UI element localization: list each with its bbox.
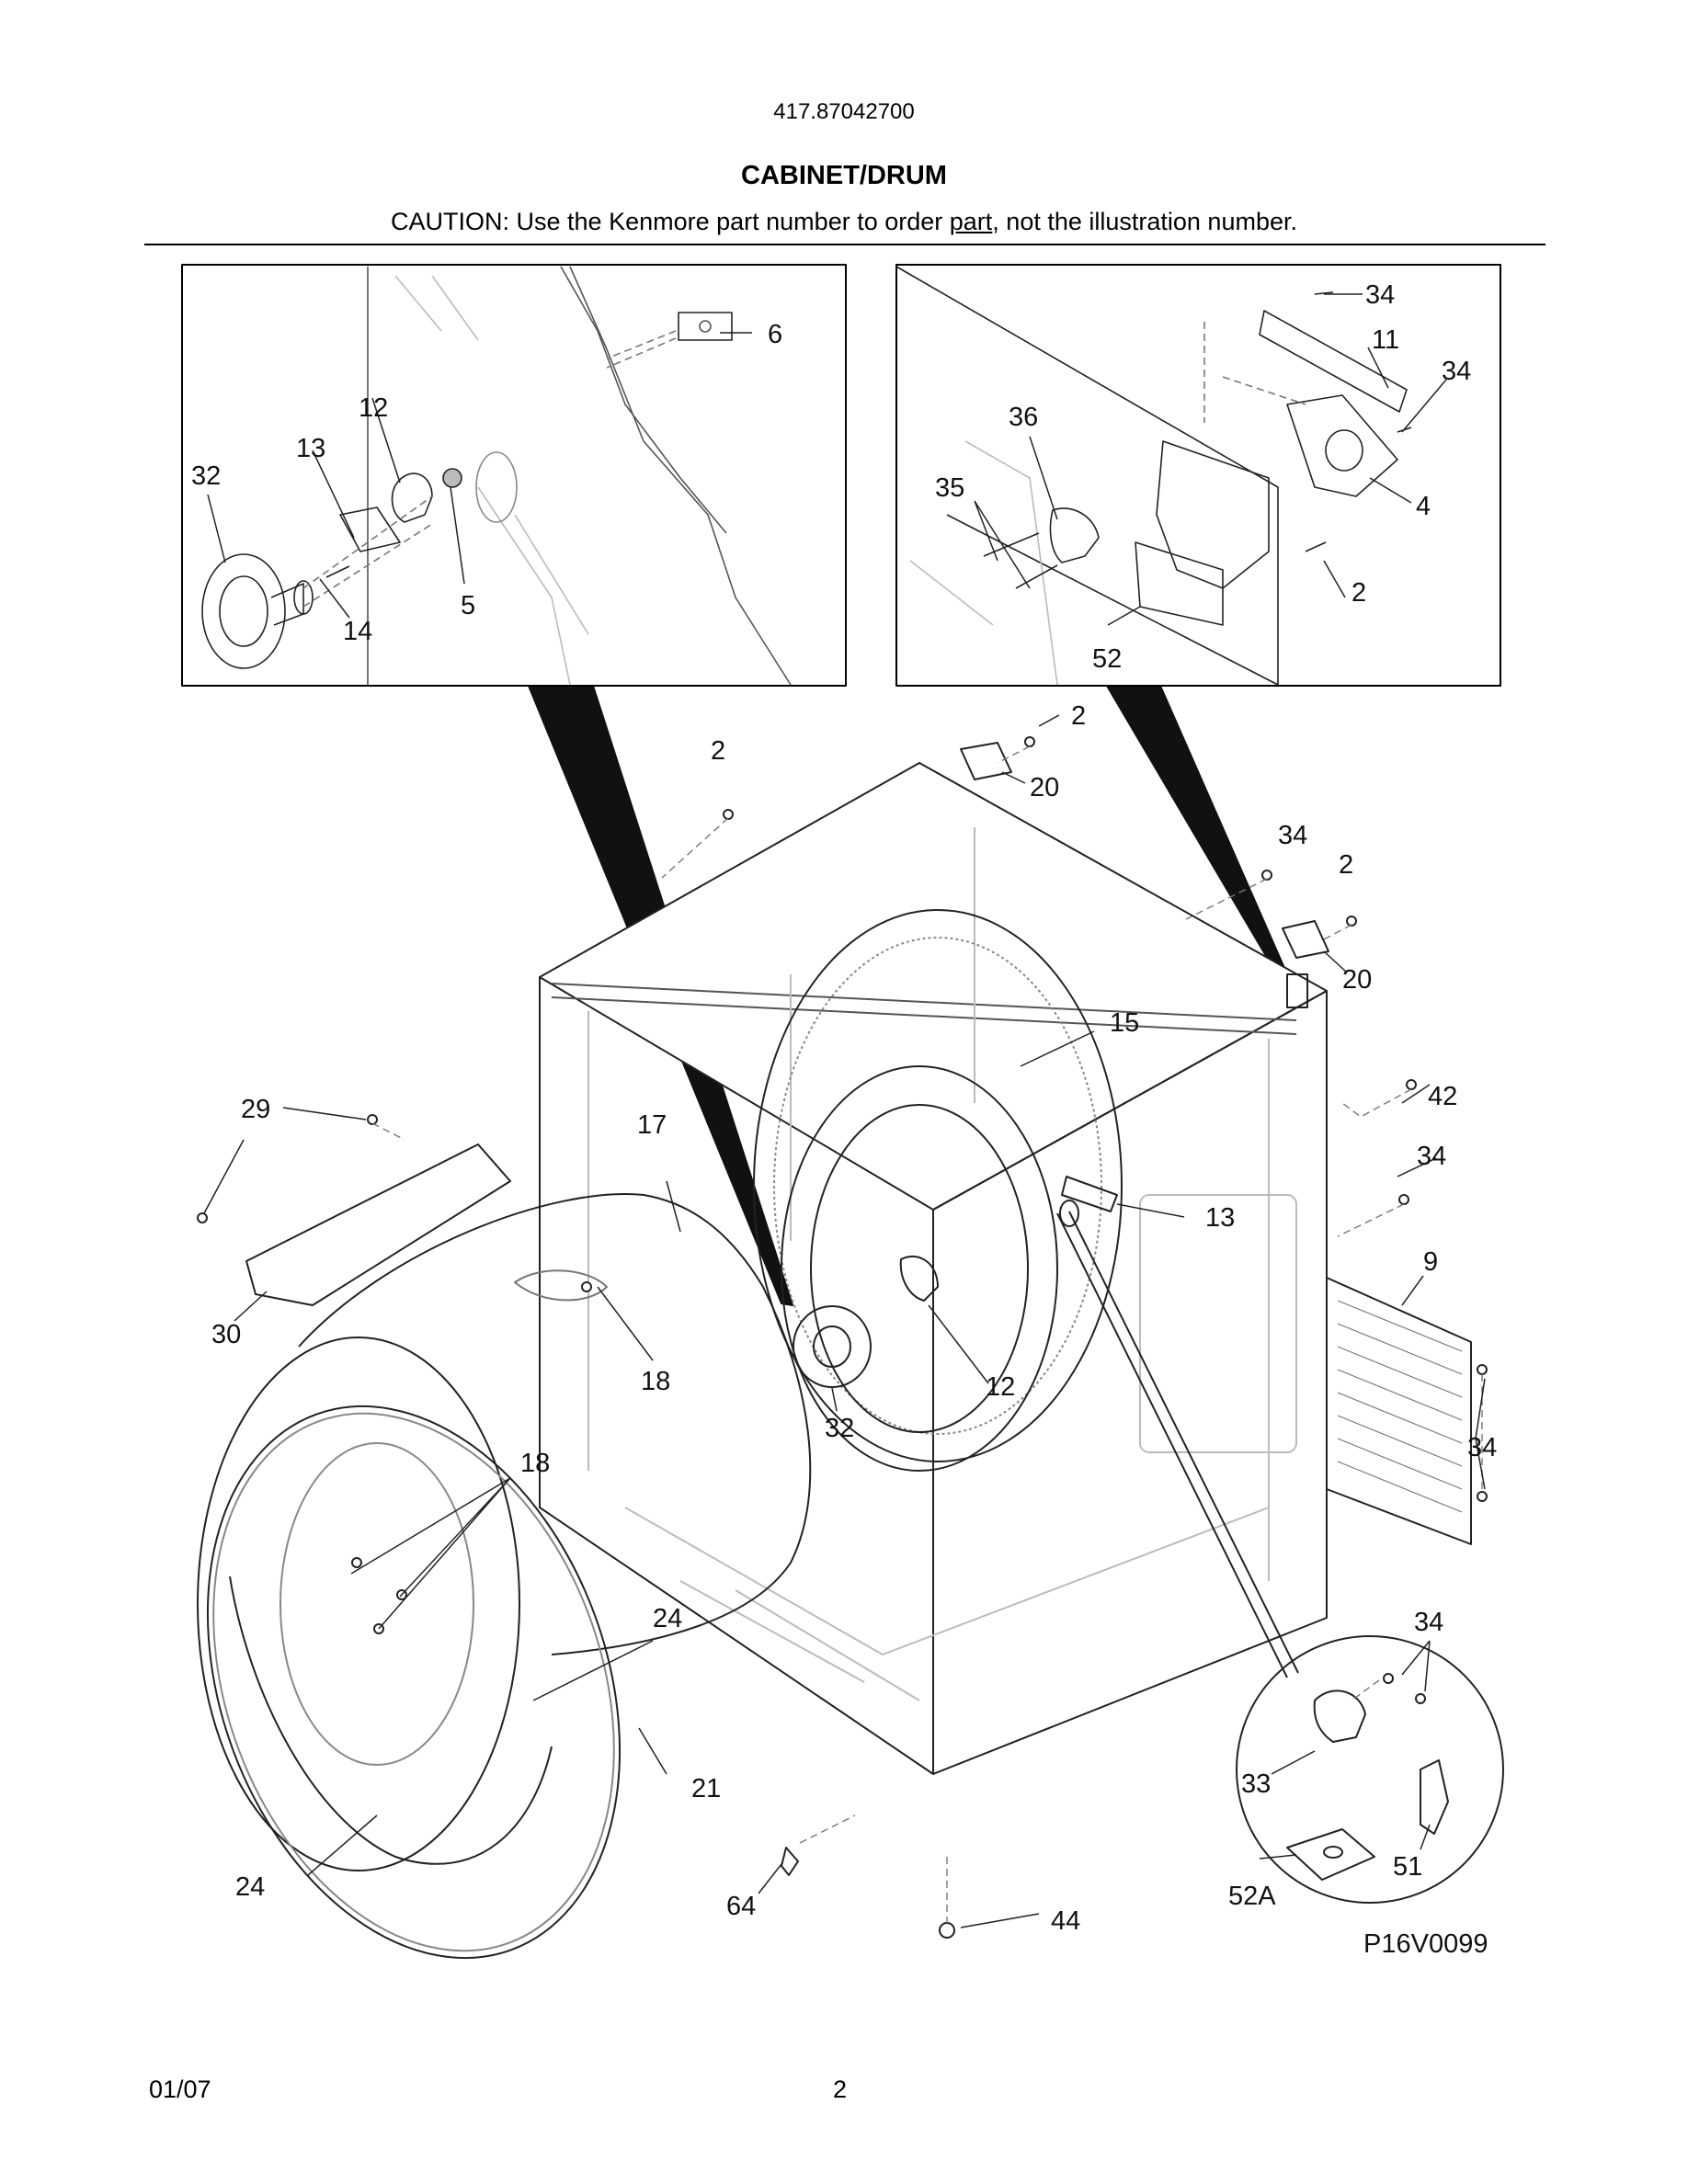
- callout-29: 29: [241, 1095, 270, 1124]
- callout-15: 15: [1110, 1008, 1139, 1038]
- callout-9: 9: [1423, 1247, 1438, 1277]
- callout-21: 21: [691, 1774, 721, 1803]
- callout-11: 11: [1372, 325, 1399, 355]
- callout-24-drum: 24: [653, 1604, 682, 1633]
- callout-34-inset-right: 34: [1442, 357, 1471, 386]
- model-number: 417.87042700: [773, 99, 915, 124]
- callout-2-top-bracket: 2: [1071, 701, 1086, 731]
- callout-12-inset: 12: [359, 393, 388, 423]
- toe-panel: [245, 1143, 511, 1306]
- callout-13-cabinet: 13: [1205, 1203, 1235, 1233]
- callout-51: 51: [1393, 1852, 1422, 1882]
- callout-34-duct: 34: [1467, 1433, 1497, 1462]
- callout-6: 6: [768, 320, 782, 349]
- callout-4: 4: [1416, 492, 1431, 521]
- callout-34-detail: 34: [1414, 1608, 1443, 1637]
- cabinet: [539, 762, 1328, 1775]
- callout-33: 33: [1241, 1769, 1271, 1799]
- callout-52: 52: [1092, 644, 1122, 674]
- callout-32-inset: 32: [191, 461, 221, 491]
- footer-date: 01/07: [149, 2076, 211, 2103]
- drum: [197, 1193, 812, 1871]
- callout-labels: 6 12 13 32 5 14 34 11 34 36 35 4 2 52 2 …: [191, 280, 1497, 1959]
- footer-page-number: 2: [833, 2076, 848, 2103]
- leader-lines: [203, 293, 1486, 1928]
- callout-24-ring: 24: [235, 1872, 265, 1902]
- callout-52a: 52A: [1228, 1882, 1276, 1911]
- callout-44: 44: [1051, 1906, 1080, 1936]
- callout-32-cabinet: 32: [825, 1414, 854, 1443]
- callout-2-cabinet-top: 2: [711, 736, 725, 766]
- callout-64: 64: [726, 1892, 756, 1921]
- callout-35: 35: [935, 473, 964, 503]
- callout-36: 36: [1009, 403, 1038, 432]
- caution-text-start: CAUTION: Use the Kenmore part number to …: [391, 208, 950, 235]
- screws: [197, 736, 1488, 1939]
- callout-34-cabinet-side: 34: [1417, 1142, 1446, 1171]
- inset-left-parts: [201, 266, 792, 686]
- inset-left-frame: [181, 264, 847, 687]
- caution-text-end: , not the illustration number.: [992, 208, 1297, 235]
- caution-part-word: part: [949, 208, 993, 235]
- callout-34-inset-top: 34: [1365, 280, 1395, 310]
- bracket-20-top: [960, 742, 1012, 780]
- inset-right-frame: [895, 264, 1501, 687]
- callout-13-inset: 13: [296, 434, 325, 463]
- callout-42: 42: [1428, 1082, 1457, 1111]
- callout-18-front: 18: [520, 1449, 550, 1478]
- callout-14: 14: [343, 617, 372, 646]
- callout-5: 5: [461, 591, 475, 620]
- page-title: CABINET/DRUM: [741, 161, 947, 190]
- exhaust-duct: [1326, 1277, 1472, 1545]
- callout-20-top: 20: [1030, 773, 1059, 802]
- assembly-lines: [371, 745, 1483, 1923]
- figure-code: P16V0099: [1363, 1929, 1488, 1959]
- header-rule: [144, 244, 1545, 245]
- callout-20-right: 20: [1342, 965, 1372, 995]
- inset-right-parts: [895, 266, 1412, 686]
- callout-2-right-bracket: 2: [1339, 850, 1353, 880]
- callout-30: 30: [211, 1320, 241, 1349]
- callout-34-cabinet-top: 34: [1278, 821, 1307, 850]
- drum-rear-bulkhead: [753, 909, 1123, 1472]
- callout-18-drum: 18: [641, 1367, 670, 1396]
- bracket-20-right: [1282, 920, 1329, 959]
- detail-circle: [1056, 1211, 1504, 1904]
- callout-17: 17: [637, 1110, 667, 1140]
- callout-12-cabinet: 12: [986, 1372, 1015, 1402]
- caution-note: CAUTION: Use the Kenmore part number to …: [0, 208, 1688, 236]
- front-seal-ring: [206, 1405, 622, 1960]
- callout-2-inset: 2: [1352, 578, 1366, 608]
